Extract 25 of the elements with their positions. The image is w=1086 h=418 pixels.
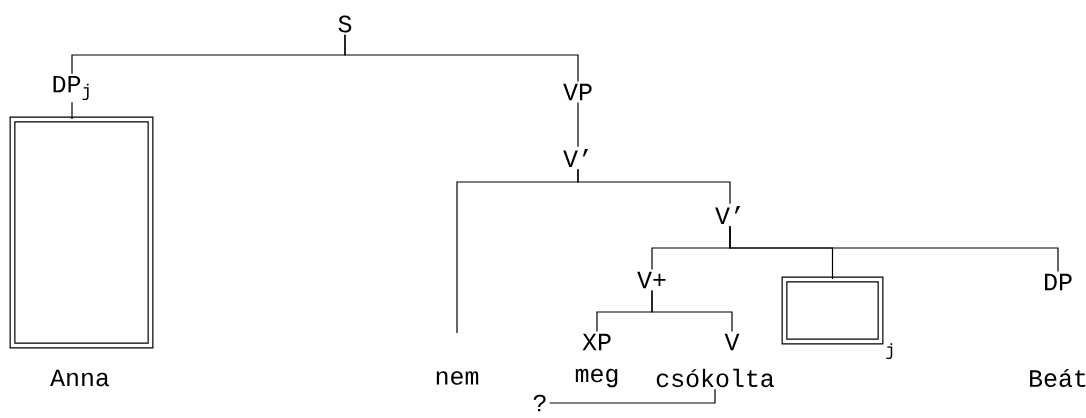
tree-label: S (338, 15, 352, 33)
double-box (9, 116, 154, 349)
tree-label: nem (436, 371, 479, 385)
word: Anna (50, 369, 110, 387)
tree-label: V’ (563, 149, 589, 167)
tree-branch (344, 34, 579, 83)
tree-label: csókolta (656, 368, 774, 388)
index-subscript: j (886, 343, 893, 360)
double-box (781, 276, 884, 345)
tree-label: V (724, 333, 740, 351)
tree-label: V+ (637, 271, 666, 289)
word: Beát (1030, 369, 1086, 387)
tree-branch (577, 101, 579, 148)
tree-branch (549, 388, 716, 404)
tree-branch (651, 289, 733, 333)
tree-label: DP$_{j}$ (53, 75, 89, 101)
tree-label: V’ (715, 206, 741, 224)
tree-label: DP (1045, 273, 1072, 291)
tree-branch (71, 101, 73, 120)
word: meg (575, 368, 618, 388)
tree-branch (729, 225, 1059, 273)
tree-label: XP (582, 333, 611, 351)
tree-label: ? (533, 394, 546, 412)
tree-branch (577, 168, 731, 205)
tree-label: VP (563, 83, 592, 101)
